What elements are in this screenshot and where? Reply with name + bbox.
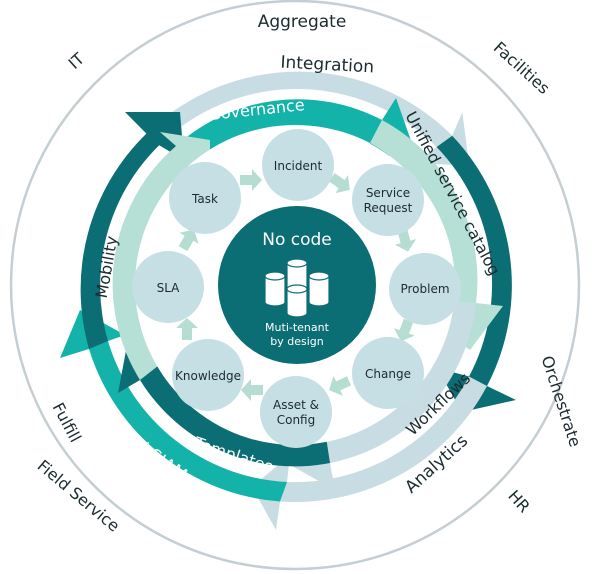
node-knowledge: Knowledge	[172, 339, 244, 411]
core-subtitle-line2: by design	[270, 335, 324, 348]
arrow-knowledge-sla	[176, 318, 198, 340]
reconciliation-band	[436, 135, 516, 412]
svg-text:Config: Config	[277, 413, 316, 427]
cycle-arrows	[176, 169, 417, 401]
svg-text:Knowledge: Knowledge	[175, 369, 241, 383]
svg-text:Request: Request	[364, 201, 413, 215]
svg-text:Task: Task	[191, 192, 218, 206]
label-integration: Integration	[280, 53, 375, 78]
svg-text:SLA: SLA	[157, 281, 181, 295]
core-subtitle-line1: Muti-tenant	[265, 321, 330, 334]
arrow-service-problem	[394, 229, 417, 252]
core: No code Muti-tenant by design	[218, 206, 376, 364]
svg-text:Change: Change	[365, 367, 411, 381]
governance-band	[176, 98, 415, 166]
arrow-incident-service	[328, 173, 350, 194]
node-incident: Incident	[262, 129, 334, 201]
svg-text:Asset &: Asset &	[273, 398, 319, 412]
mobility-band	[112, 132, 210, 380]
node-asset-config: Asset & Config	[260, 376, 332, 448]
unified-catalog-band	[370, 120, 503, 350]
analytics-band	[252, 376, 487, 530]
label-it: IT	[65, 49, 89, 73]
core-title: No code	[262, 230, 332, 250]
arrow-sla-task	[178, 229, 199, 252]
svg-text:Incident: Incident	[274, 159, 323, 173]
svg-text:Service: Service	[366, 186, 410, 200]
arrow-change-asset	[329, 375, 352, 396]
cycle-nodes: Incident Service Request Problem Change …	[132, 129, 461, 448]
label-hr: HR	[504, 486, 534, 516]
database-icon	[264, 258, 330, 318]
node-service-request: Service Request	[352, 164, 424, 236]
node-change: Change	[352, 337, 424, 409]
digital-siam-band	[60, 310, 287, 502]
label-aggregate: Aggregate	[258, 12, 347, 32]
arrow-problem-change	[393, 318, 415, 342]
node-sla: SLA	[132, 251, 204, 323]
ring-two	[112, 98, 503, 490]
arrow-task-incident	[240, 169, 262, 191]
integration-band	[146, 71, 470, 166]
node-task: Task	[169, 162, 241, 234]
arrow-asset-knowledge	[241, 379, 263, 401]
workflows-band	[290, 300, 476, 490]
node-problem: Problem	[389, 253, 461, 325]
svg-text:Problem: Problem	[400, 282, 449, 296]
